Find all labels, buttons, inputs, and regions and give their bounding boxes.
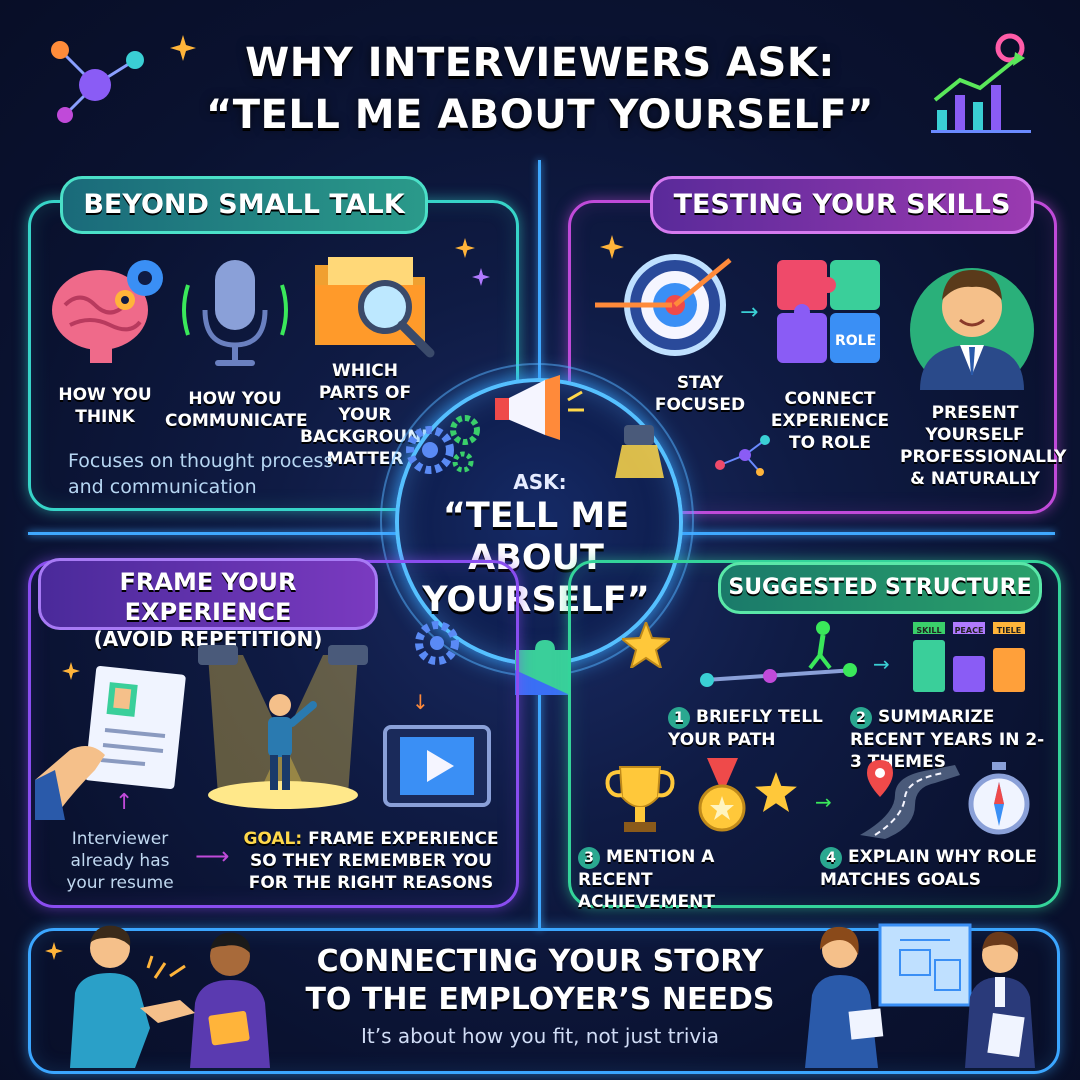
trophy-icon <box>605 766 675 832</box>
panel-footer <box>28 928 1060 1074</box>
growth-chart-icon <box>931 33 1031 133</box>
step-4-text: EXPLAIN WHY ROLE MATCHES GOALS <box>820 847 1037 890</box>
connector-right <box>680 532 1055 535</box>
businessman-avatar-icon <box>910 268 1034 390</box>
step-2-number: 2 <box>850 707 872 729</box>
handshake-people-icon <box>70 925 270 1068</box>
arrow-right-icon: ⟶ <box>195 842 230 870</box>
megaphone-icon <box>495 375 584 440</box>
bar-peace <box>953 656 985 692</box>
gears-icon <box>406 415 480 474</box>
label-present-yourself: PRESENT YOURSELF PROFESSIONALLY & NATURA… <box>900 403 1067 489</box>
step-3-text: MENTION A RECENT ACHIEVEMENT <box>578 847 715 912</box>
arrow-down-icon: ↓ <box>412 690 429 714</box>
connector-top <box>538 160 541 380</box>
hub-main-quote: “TELL ME ABOUT YOURSELF” <box>422 496 650 620</box>
compass-icon <box>968 762 1030 835</box>
arrow-right-icon: → <box>873 652 890 676</box>
puzzle-piece-icon <box>515 640 570 695</box>
brain-gear-icon <box>52 260 163 363</box>
connector-left <box>28 532 398 535</box>
road-map-icon <box>860 760 960 839</box>
panel-suggested-structure <box>568 560 1061 908</box>
sparkle-icon <box>472 268 490 286</box>
footer-title-line1: CONNECTING YOUR STORY <box>316 944 764 979</box>
section-title-frame-line1: FRAME YOUR EXPERIENCE <box>119 568 297 626</box>
medal-icon <box>698 758 746 832</box>
step-4-number: 4 <box>820 847 842 869</box>
page-title-line1: WHY INTERVIEWERS ASK: <box>245 40 835 86</box>
microphone-icon <box>182 260 288 366</box>
label-stay-focused: STAY FOCUSED <box>654 373 746 415</box>
team-blueprint-icon <box>805 923 1035 1068</box>
sparkle-icon <box>62 662 80 680</box>
goal-text: GOAL: FRAME EXPERIENCE SO THEY REMEMBER … <box>240 828 502 894</box>
arrow-right-icon: → <box>815 790 832 814</box>
folder-search-icon <box>315 257 435 358</box>
section-title-beyond: BEYOND SMALL TALK <box>60 176 428 234</box>
footer-subtitle: It’s about how you fit, not just trivia <box>360 1024 720 1048</box>
arrow-up-icon: ↑ <box>115 790 134 815</box>
bar-tag-peace-text: PEACE <box>954 626 984 635</box>
step-1-text: BRIEFLY TELL YOUR PATH <box>668 707 823 750</box>
bar-tag-skill: SKILL <box>913 622 945 635</box>
sparkle-icon <box>600 235 624 259</box>
arrow-icon: → <box>740 300 759 325</box>
resume-in-hand-icon <box>35 666 186 820</box>
step-2-text: SUMMARIZE RECENT YEARS IN 2-3 THEMES <box>850 707 1045 772</box>
puzzle-role-label: ROLE <box>835 333 877 349</box>
star-icon <box>755 772 797 812</box>
note-resume: Interviewer already has your resume <box>66 829 174 893</box>
sparkle-icon <box>455 238 475 258</box>
bar-tag-skill-text: SKILL <box>916 626 942 635</box>
note-beyond: Focuses on thought process and communica… <box>68 450 334 498</box>
section-title-frame: FRAME YOUR EXPERIENCE (AVOID REPETITION) <box>38 558 378 651</box>
bar-tag-tiele: TIELE <box>993 622 1025 635</box>
label-how-you-think: HOW YOU THINK <box>58 385 152 427</box>
target-icon <box>595 254 732 356</box>
step-3-number: 3 <box>578 847 600 869</box>
network-icon <box>51 41 144 123</box>
video-player-icon <box>383 725 491 807</box>
goal-prefix: GOAL: <box>243 829 303 849</box>
bar-tiele <box>993 648 1025 692</box>
connector-bottom <box>538 660 541 930</box>
hub-ask-label: ASK: <box>513 470 567 494</box>
section-title-testing: TESTING YOUR SKILLS <box>650 176 1034 234</box>
gear-icon <box>415 621 459 665</box>
molecule-icon <box>715 435 770 476</box>
label-background-matter: WHICH PARTS OF YOUR BACKGROUND MATTER <box>300 361 436 469</box>
bar-tag-peace: PEACE <box>953 622 985 635</box>
bar-tag-tiele-text: TIELE <box>996 626 1022 635</box>
goal-body: FRAME EXPERIENCE SO THEY REMEMBER YOU FO… <box>248 829 499 893</box>
step-1-number: 1 <box>668 707 690 729</box>
label-how-you-communicate: HOW YOU COMMUNICATE <box>165 389 308 431</box>
page-title-line2: “TELL ME ABOUT YOURSELF” <box>205 92 875 138</box>
bar-skill <box>913 640 945 692</box>
puzzle-icon <box>777 260 880 363</box>
spotlight-icon <box>615 425 664 478</box>
path-timeline-icon <box>700 621 857 687</box>
sparkle-icon <box>45 942 63 960</box>
section-title-structure: SUGGESTED STRUCTURE <box>718 562 1042 614</box>
star-icon <box>622 622 670 668</box>
label-connect-experience: CONNECT EXPERIENCE TO ROLE <box>770 389 890 453</box>
sparkle-icon <box>170 35 196 61</box>
footer-title-line2: TO THE EMPLOYER’S NEEDS <box>305 982 775 1017</box>
spotlight-stage-icon <box>198 645 368 809</box>
